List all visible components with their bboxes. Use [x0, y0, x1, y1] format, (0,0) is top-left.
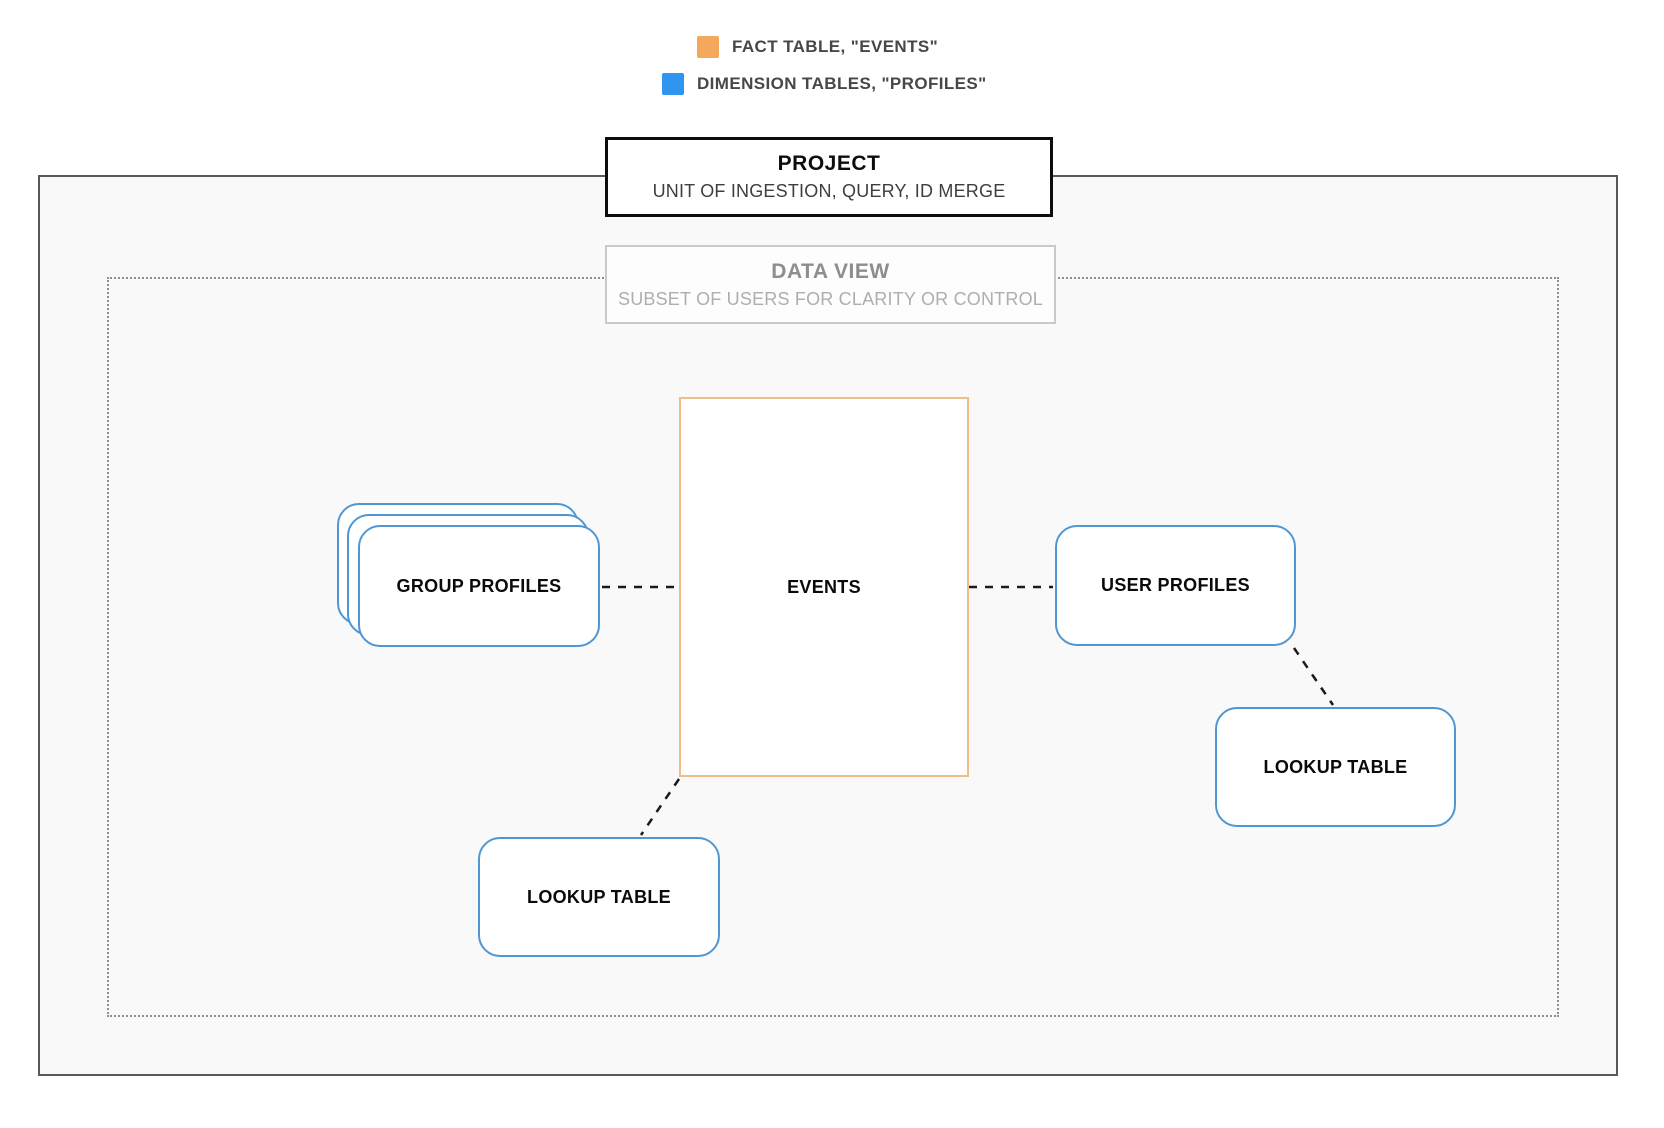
group-profiles-label: GROUP PROFILES [396, 575, 562, 596]
legend-item-fact-table: FACT TABLE, "EVENTS" [697, 35, 938, 59]
user-profiles-node: USER PROFILES [1055, 525, 1296, 646]
events-node: EVENTS [679, 397, 969, 777]
lookup-table-bottom-label: LOOKUP TABLE [527, 886, 671, 907]
data-view-header-box: DATA VIEW SUBSET OF USERS FOR CLARITY OR… [605, 245, 1056, 324]
events-label: EVENTS [787, 576, 861, 597]
lookup-table-right-node: LOOKUP TABLE [1215, 707, 1456, 827]
legend-label-fact-table: FACT TABLE, "EVENTS" [732, 37, 939, 56]
group-profiles-node: GROUP PROFILES [358, 525, 600, 647]
lookup-table-right-label: LOOKUP TABLE [1263, 756, 1408, 777]
user-profiles-label: USER PROFILES [1101, 575, 1250, 595]
project-header-box: PROJECT UNIT OF INGESTION, QUERY, ID MER… [605, 137, 1053, 217]
data-view-title: DATA VIEW [771, 259, 890, 283]
fact-table-swatch-icon [697, 36, 719, 58]
dimension-tables-swatch-icon [662, 73, 684, 95]
lookup-table-bottom-node: LOOKUP TABLE [478, 837, 720, 957]
project-title: PROJECT [777, 152, 881, 175]
data-view-subtitle: SUBSET OF USERS FOR CLARITY OR CONTROL [617, 288, 1043, 309]
project-subtitle: UNIT OF INGESTION, QUERY, ID MERGE [652, 181, 1006, 201]
legend-label-dimension-tables: DIMENSION TABLES, "PROFILES" [697, 74, 987, 93]
legend-item-dimension-tables: DIMENSION TABLES, "PROFILES" [662, 72, 987, 96]
